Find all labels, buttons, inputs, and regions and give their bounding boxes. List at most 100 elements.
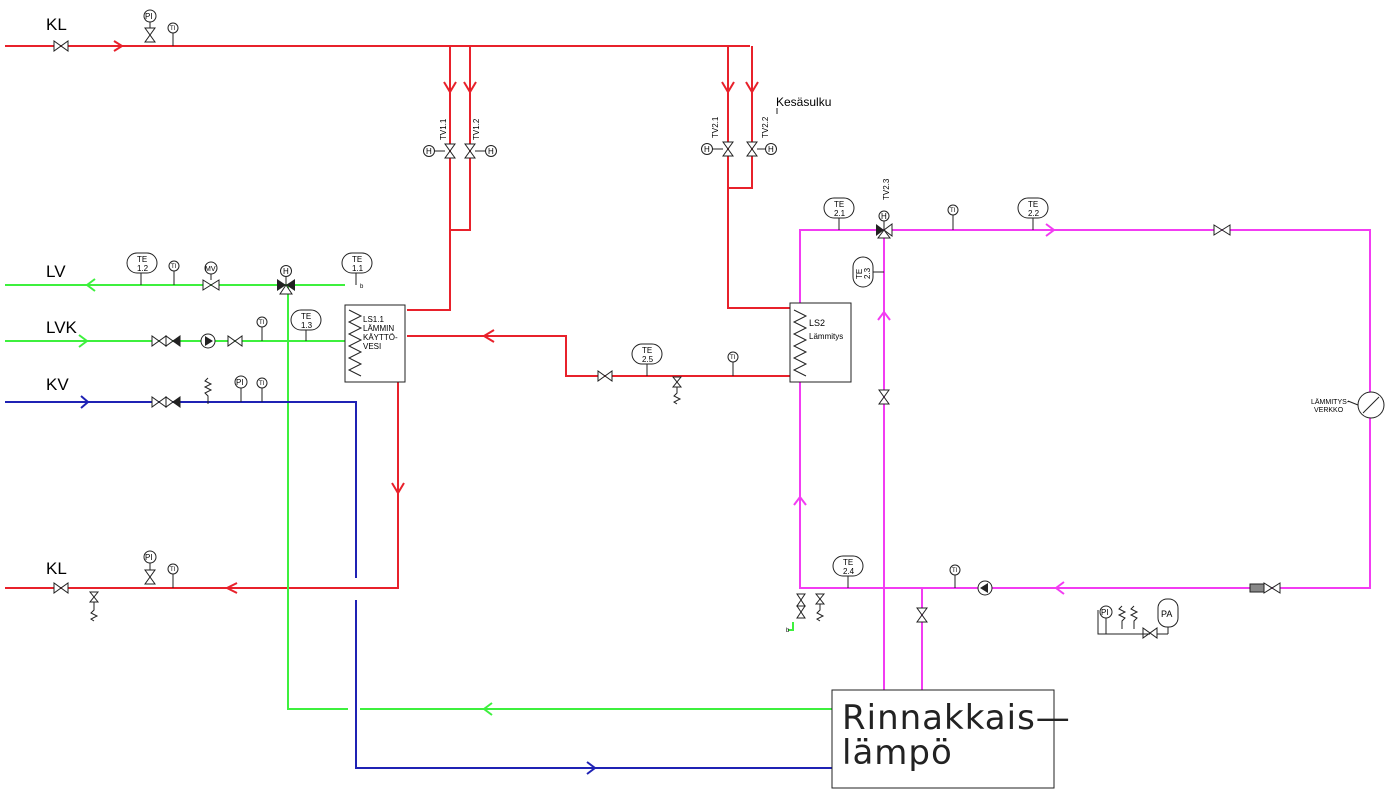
svg-text:TI: TI: [259, 381, 265, 387]
heat-exchanger-ls11: LS1.1 LÄMMIN KÄYTTÖ- VESI: [344, 304, 406, 383]
valve-icon: [1213, 224, 1231, 236]
svg-text:2.5: 2.5: [642, 355, 654, 364]
ti-icon: [256, 316, 268, 328]
svg-text:PI: PI: [1101, 608, 1109, 617]
te-1-3: TE1.3: [290, 309, 322, 341]
svg-text:H: H: [881, 212, 887, 221]
pi-gauge-icon: [143, 550, 157, 564]
svg-text:Lämmitys: Lämmitys: [809, 332, 843, 341]
svg-text:MV: MV: [205, 266, 216, 273]
hot-water-lines: [5, 278, 832, 716]
connection-marker-b: b: [786, 628, 790, 634]
control-valve-icon: [722, 141, 734, 157]
svg-text:TE: TE: [352, 255, 362, 264]
pumps: [200, 333, 993, 596]
actuator-icon: [280, 265, 292, 277]
safety-valve-icon: [203, 377, 213, 404]
pi-gauge-icon: [143, 9, 157, 23]
label-kl-top: KL: [46, 15, 67, 34]
valve-icon: [151, 335, 167, 347]
svg-text:PI: PI: [145, 553, 153, 562]
network-label-1: LÄMMITYS-: [1311, 398, 1350, 406]
cold-water-lines: [5, 395, 832, 775]
expansion-tank: PA: [1157, 598, 1179, 635]
heating-network-lines: [793, 223, 1371, 690]
check-valve-fill-icon: [172, 397, 180, 407]
svg-text:2.4: 2.4: [843, 567, 855, 576]
control-valve-icon: [746, 141, 758, 157]
actuator-icon: [765, 143, 777, 155]
expansion-connection: [1097, 610, 1150, 635]
svg-text:TI: TI: [952, 568, 958, 574]
ti-icon: [167, 22, 179, 34]
ti-icon: [167, 563, 179, 575]
actuator-icon: [423, 145, 435, 157]
pi-gauge-icon: [1099, 605, 1113, 619]
ti-icon: [727, 351, 739, 363]
valve-icon: [597, 370, 613, 382]
svg-text:LS1.1: LS1.1: [363, 315, 384, 324]
svg-text:H: H: [283, 267, 289, 276]
actuator-icon: [878, 210, 890, 222]
valve-icon: [88, 591, 100, 603]
mv-gauge-icon: [204, 261, 218, 275]
valve-icon: [202, 279, 220, 291]
label-lvk: LVK: [46, 318, 78, 337]
svg-text:PI: PI: [236, 378, 244, 387]
svg-text:PI: PI: [145, 12, 153, 21]
valve-icon: [1142, 627, 1158, 639]
label-tv11: TV1.1: [439, 118, 448, 140]
te-1-1: TE1.1 b: [341, 252, 373, 290]
label-tv22: TV2.2: [761, 116, 770, 138]
te-2-2: TE2.2: [1017, 197, 1049, 230]
label-summer-closure: Kesäsulku: [776, 95, 831, 109]
svg-text:H: H: [426, 147, 432, 156]
temperature-sensors: TE1.2 TE1.1 b TE1.3 TE2.5 TE2.1 TE2.2: [126, 197, 1049, 588]
svg-text:TE: TE: [301, 312, 311, 321]
parallel-heat-source: Rinnakkais— lämpö: [831, 689, 1070, 789]
te-1-2: TE1.2: [126, 252, 158, 285]
valve-icon: [916, 607, 928, 623]
heat-exchanger-ls2: LS2 Lämmitys: [789, 302, 852, 383]
valve-icon: [796, 593, 806, 607]
label-tv23: TV2.3: [882, 178, 891, 200]
svg-text:2.3: 2.3: [863, 267, 872, 279]
svg-text:H: H: [768, 145, 774, 154]
control-valve-icon: [464, 143, 476, 159]
actuator-icon: [485, 145, 497, 157]
valve-icon: [1263, 582, 1281, 594]
svg-text:TE: TE: [834, 200, 844, 209]
strainer-icon: [1249, 583, 1265, 593]
ti-icon: [168, 260, 180, 272]
label-tv21: TV2.1: [711, 116, 720, 138]
label-kv: KV: [46, 375, 69, 394]
control-valves: H TV1.1 H TV1.2 H TV2.1 H TV2.2 Kesäsulk…: [277, 95, 893, 295]
te-2-3: TE 2.3: [852, 256, 884, 288]
ti-icon: [947, 204, 959, 216]
network-label-2: VERKKO: [1314, 407, 1344, 414]
label-tv12: TV1.2: [472, 118, 481, 140]
svg-text:1.3: 1.3: [301, 321, 313, 330]
svg-text:TE: TE: [137, 255, 147, 264]
svg-text:PA: PA: [1161, 609, 1172, 619]
check-valve-icon: [796, 605, 806, 619]
svg-text:TE: TE: [1028, 200, 1038, 209]
manual-valves: [53, 27, 1281, 639]
svg-text:TI: TI: [730, 355, 736, 361]
valve-icon: [878, 389, 890, 405]
valve-icon: [151, 396, 167, 408]
svg-text:2.1: 2.1: [834, 209, 846, 218]
control-valve-icon: [444, 143, 456, 159]
line-labels: KL LV LVK KV KL: [46, 15, 78, 578]
svg-text:1.2: 1.2: [137, 264, 149, 273]
svg-text:TI: TI: [170, 567, 176, 573]
te-2-5: TE2.5: [631, 343, 663, 376]
svg-text:b: b: [360, 284, 364, 290]
valve-icon: [227, 335, 243, 347]
district-heating-lines: [5, 40, 790, 594]
valve-icon: [814, 593, 826, 605]
ti-icon: [256, 377, 268, 389]
svg-text:VESI: VESI: [363, 342, 381, 351]
svg-text:2.2: 2.2: [1028, 209, 1040, 218]
svg-text:LS2: LS2: [809, 318, 825, 328]
